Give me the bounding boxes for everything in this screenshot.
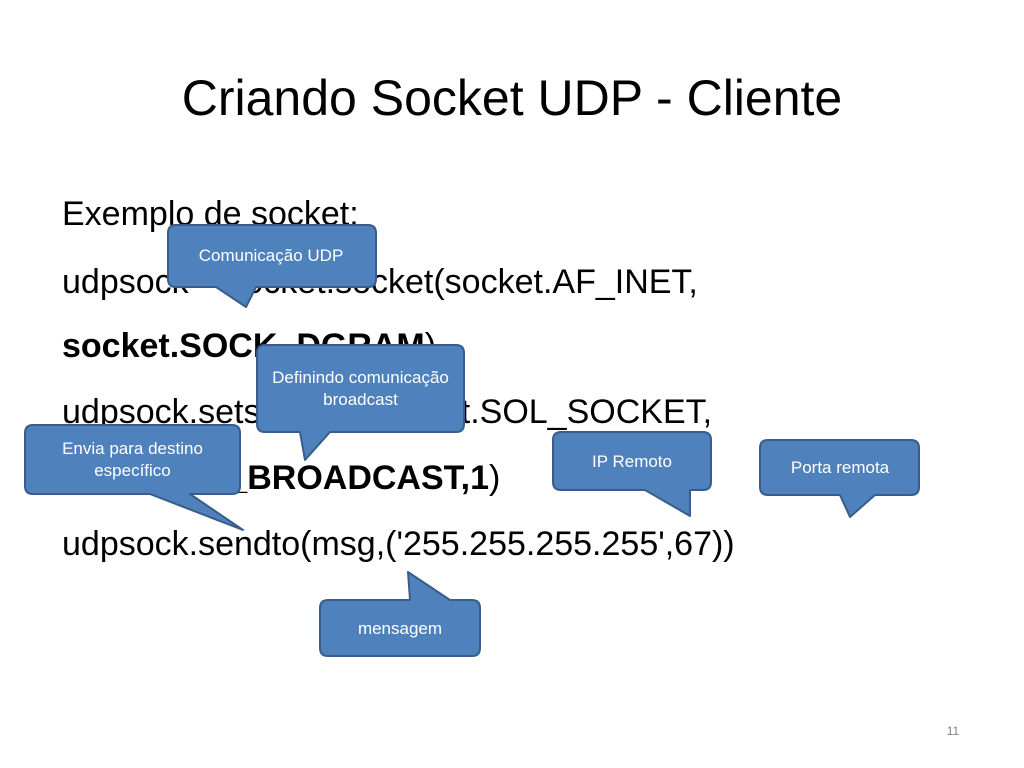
callout-envia-destino: Envia para destino específico [62, 439, 203, 480]
callout-ip-remoto: IP Remoto [591, 451, 672, 471]
callout-shape-comunicacao-udp [167, 224, 377, 308]
callout-shape-broadcast [256, 344, 465, 461]
callout-shape-mensagem [319, 571, 481, 657]
callout-mensagem: mensagem [357, 618, 443, 638]
slide-title: Criando Socket UDP - Cliente [181, 70, 843, 126]
callout-porta-remota: Porta remota [790, 458, 890, 477]
callout-shape-ip-remoto [552, 431, 712, 517]
code-line-sendto: udpsock.sendto(msg,('255.255.255.255',67… [62, 525, 735, 563]
callout-definindo-broadcast: Definindo comunicação broadcast [272, 368, 449, 409]
page-number: 11 [946, 724, 960, 738]
callout-comunicacao-udp: Comunicação UDP [198, 246, 344, 265]
code-paren: ) [489, 459, 501, 497]
callout-shape-envia [24, 424, 244, 531]
callout-shape-porta-remota [759, 439, 920, 518]
